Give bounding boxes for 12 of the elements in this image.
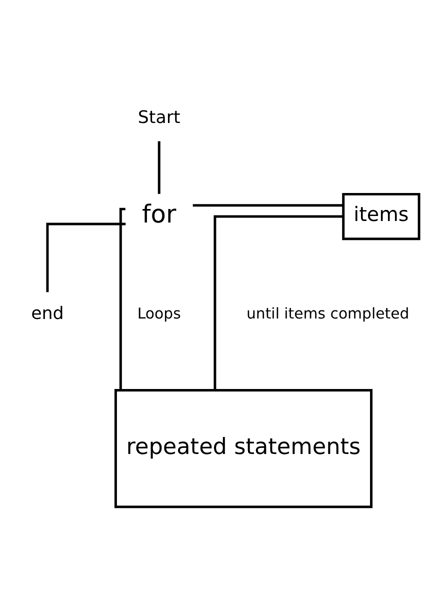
node-text: for (142, 200, 176, 229)
node-box: items (342, 192, 420, 240)
node-text: Start (137, 108, 180, 128)
connector (157, 141, 160, 194)
node-box: repeated statements (114, 388, 372, 508)
label: until items completed (246, 304, 409, 322)
connector (213, 215, 343, 390)
connector (46, 222, 126, 292)
node-text: end (30, 304, 64, 324)
connector (118, 208, 125, 390)
connector (192, 204, 343, 207)
label: Loops (136, 304, 180, 322)
